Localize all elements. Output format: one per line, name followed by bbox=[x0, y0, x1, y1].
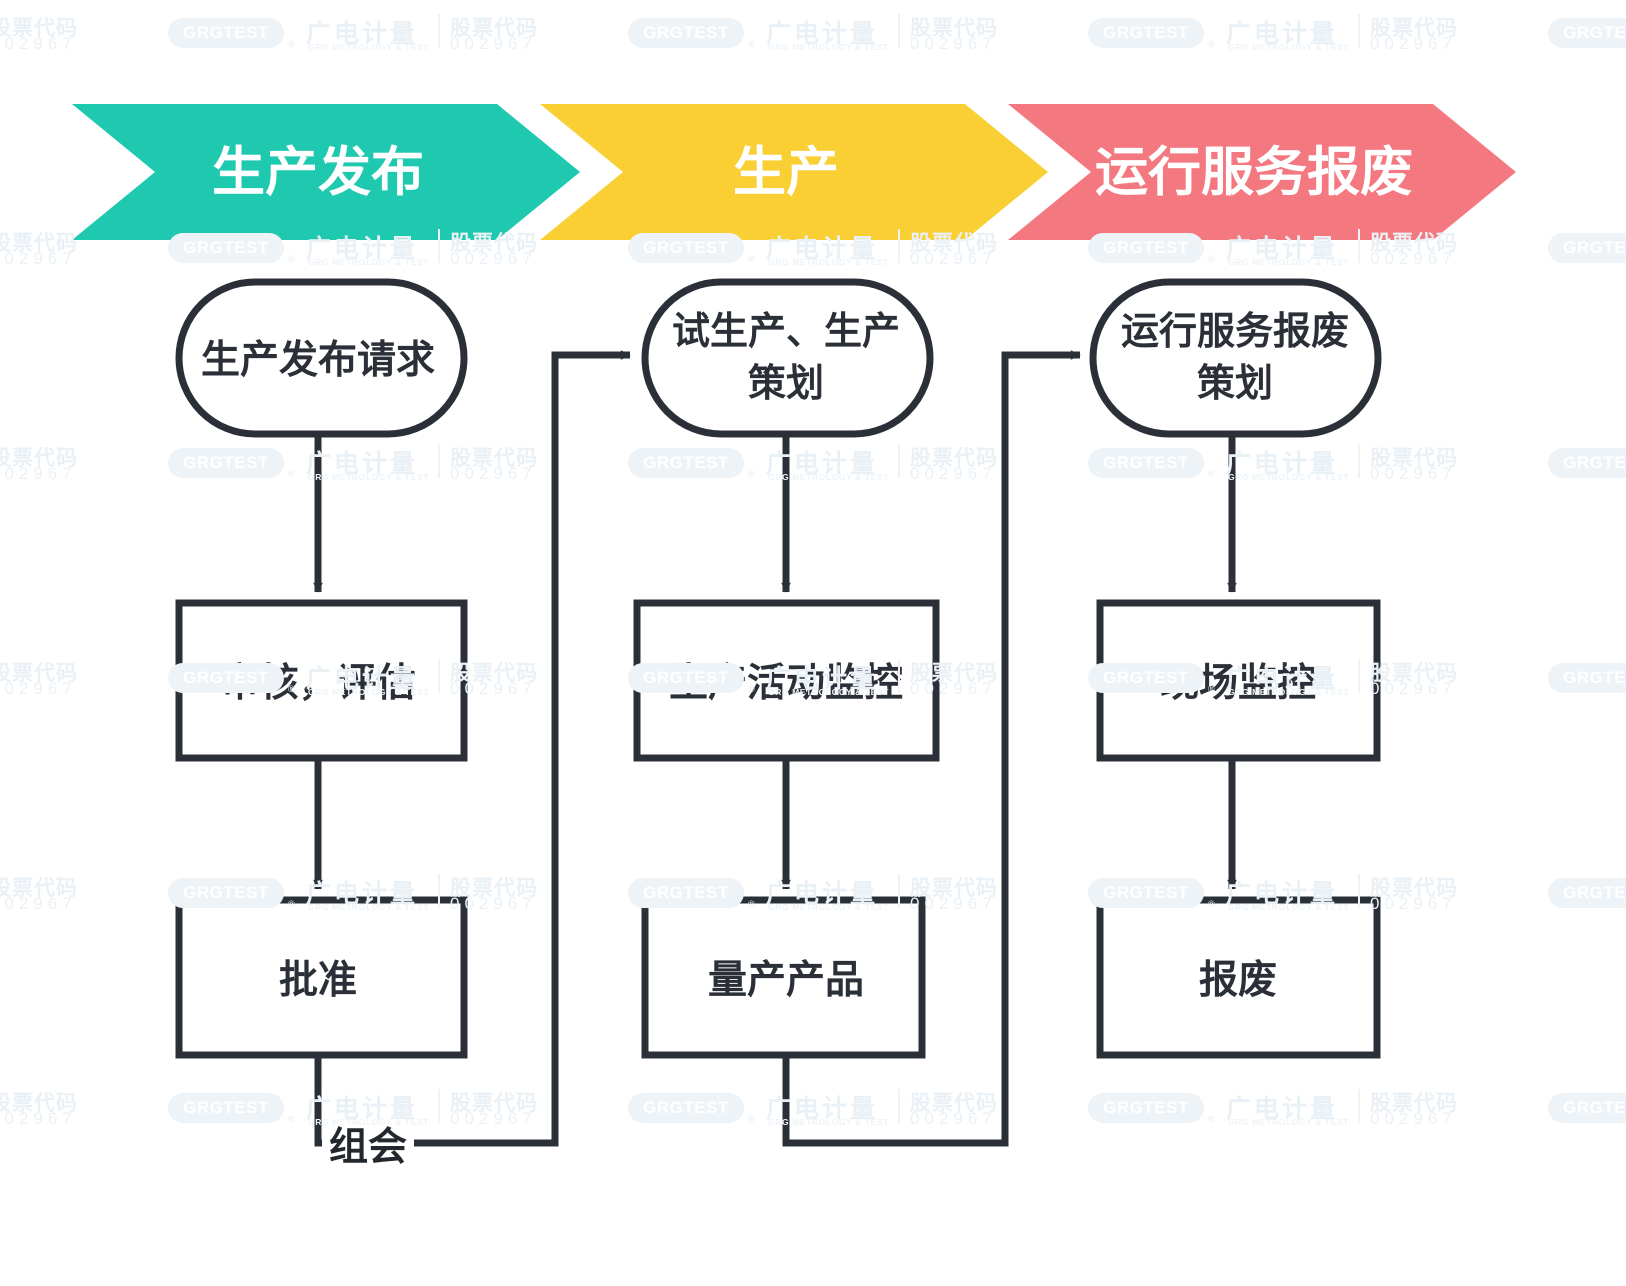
node-operation-service-scrap-planning[interactable]: 运行服务报废 策划 bbox=[1089, 278, 1382, 438]
edge-label-group-meeting-backing bbox=[322, 1118, 414, 1168]
node-mass-production-product[interactable]: 量产产品 bbox=[641, 896, 926, 1059]
node-trial-production-planning-shape bbox=[641, 278, 934, 438]
banner-operation-service-scrap: 运行服务报废 bbox=[1008, 104, 1516, 240]
node-review-evaluate[interactable]: 审核，评估 bbox=[175, 599, 468, 762]
edge-approve-to-trial-production bbox=[314, 350, 631, 1147]
banner-production: 生产 bbox=[540, 104, 1048, 240]
node-operation-service-scrap-planning-label-line-1: 运行服务报废 bbox=[1121, 311, 1349, 353]
node-production-release-request[interactable]: 生产发布请求 bbox=[175, 278, 468, 438]
node-trial-production-planning-label-line-1: 试生产、生产 bbox=[672, 311, 900, 353]
banner-production-release: 生产发布 bbox=[72, 104, 580, 240]
node-operation-service-scrap-planning-label-line-2: 策划 bbox=[1197, 363, 1273, 405]
banner-production-shape bbox=[540, 104, 1048, 240]
node-onsite-monitoring[interactable]: 现场监控 bbox=[1096, 599, 1381, 762]
banner-operation-service-scrap-shape bbox=[1008, 104, 1516, 240]
node-scrap-label-line-1: 报废 bbox=[1199, 959, 1277, 1002]
banner-production-release-shape bbox=[72, 104, 580, 240]
node-production-release-request-label-line-1: 生产发布请求 bbox=[201, 339, 435, 382]
node-mass-production-product-shape bbox=[641, 896, 926, 1059]
node-approve-shape bbox=[175, 896, 468, 1059]
node-trial-production-planning[interactable]: 试生产、生产 策划 bbox=[641, 278, 934, 438]
banner-production-release-label: 生产发布 bbox=[212, 143, 424, 202]
node-approve[interactable]: 批准 bbox=[175, 896, 468, 1059]
edge-mass-production-to-scrap-planning bbox=[782, 350, 1081, 1147]
node-production-release-request-shape bbox=[175, 278, 468, 438]
node-production-activity-monitoring[interactable]: 生产活动监控 bbox=[633, 599, 940, 762]
banner-row: 生产发布 生产 运行服务报废 bbox=[72, 104, 1516, 240]
node-onsite-monitoring-label-line-1: 现场监控 bbox=[1160, 662, 1316, 705]
node-approve-label-line-1: 批准 bbox=[279, 959, 357, 1002]
banner-operation-service-scrap-label: 运行服务报废 bbox=[1095, 143, 1413, 202]
node-review-evaluate-label-line-1: 审核，评估 bbox=[220, 662, 415, 705]
edge-label-group-meeting: 组会 bbox=[322, 1118, 414, 1169]
edge-group bbox=[313, 350, 1237, 1147]
banner-production-label: 生产 bbox=[733, 143, 839, 202]
node-production-activity-monitoring-label-line-1: 生产活动监控 bbox=[669, 662, 903, 705]
node-operation-service-scrap-planning-shape bbox=[1089, 278, 1382, 438]
edge-label-group-meeting-text: 组会 bbox=[329, 1126, 407, 1169]
node-scrap-shape bbox=[1096, 896, 1381, 1059]
node-mass-production-product-label-line-1: 量产产品 bbox=[708, 959, 864, 1002]
node-scrap[interactable]: 报废 bbox=[1096, 896, 1381, 1059]
node-trial-production-planning-label-line-2: 策划 bbox=[748, 363, 824, 405]
